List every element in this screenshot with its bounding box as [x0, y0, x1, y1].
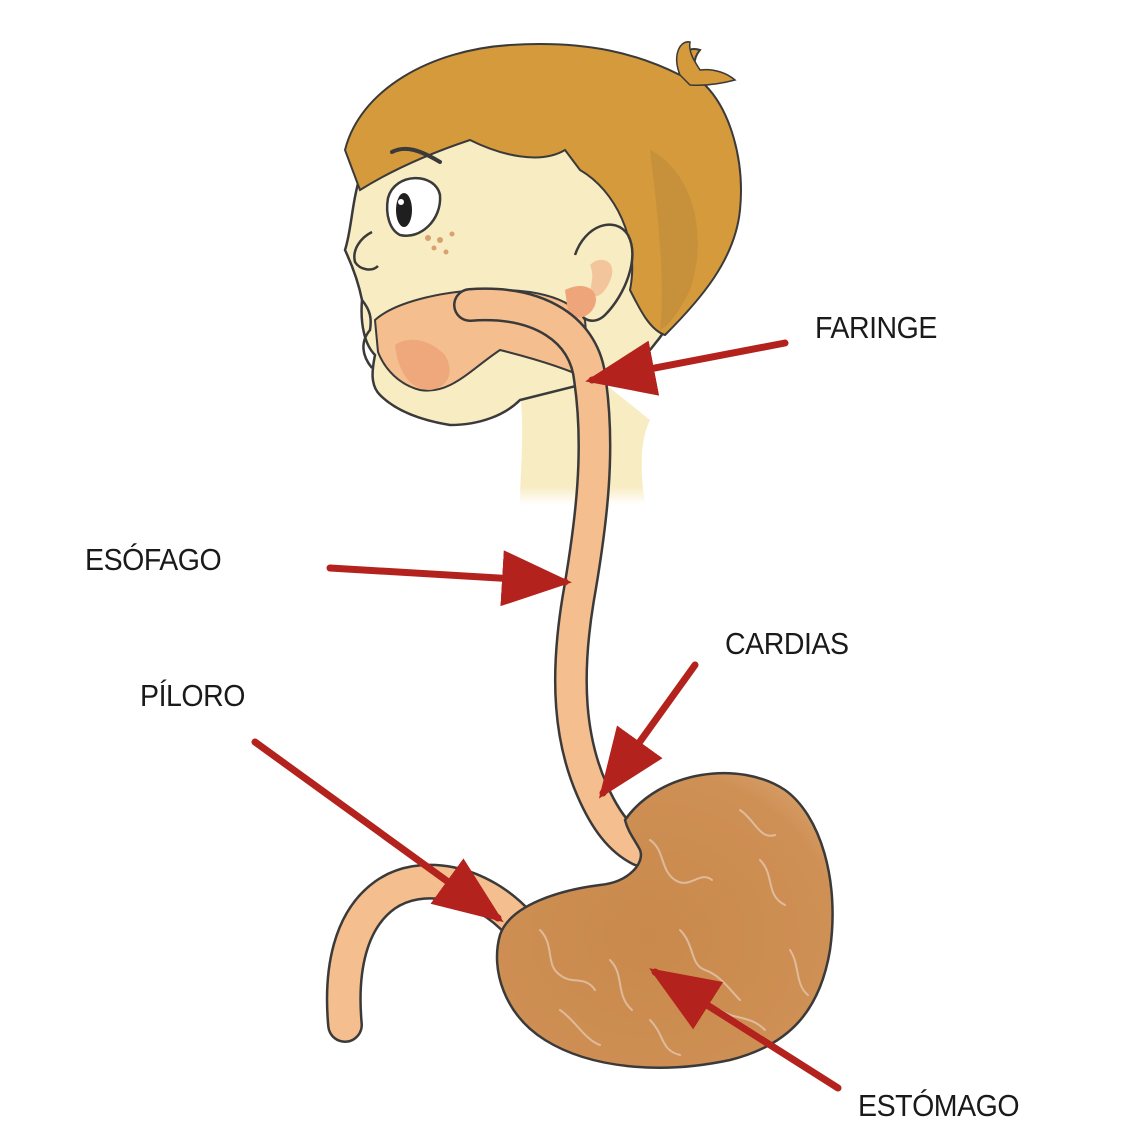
label-esofago: ESÓFAGO [85, 542, 221, 578]
label-faringe: FARINGE [815, 310, 937, 346]
duodenum [344, 882, 520, 1025]
label-cardias: CARDIAS [725, 626, 849, 662]
hair-cowlick [677, 42, 735, 85]
stomach [497, 773, 833, 1068]
label-estomago: ESTÓMAGO [858, 1088, 1019, 1124]
arrow-esofago [330, 568, 565, 582]
label-piloro: PÍLORO [140, 678, 245, 714]
arrow-cardias [603, 665, 695, 793]
eye-pupil [396, 193, 412, 227]
head [345, 42, 741, 505]
digestive-tract [344, 304, 833, 1067]
